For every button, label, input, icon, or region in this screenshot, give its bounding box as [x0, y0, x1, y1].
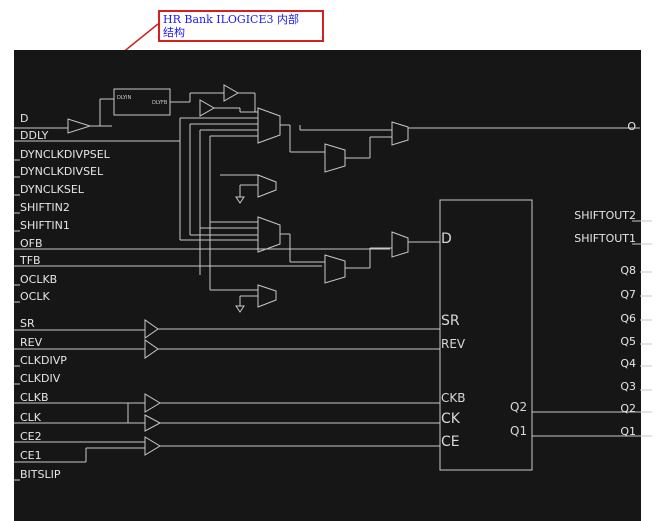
pin-d: D: [20, 112, 29, 125]
block-port-ck: CK: [441, 411, 460, 427]
pin-ddly: DDLY: [20, 129, 49, 142]
block-port-ce: CE: [441, 434, 460, 450]
pin-ofb: OFB: [20, 237, 43, 250]
pin-rev: REV: [20, 336, 43, 349]
pin-shiftin2: SHIFTIN2: [20, 201, 70, 214]
block-port-d: D: [441, 231, 452, 247]
block-port-q2: Q2: [510, 400, 528, 414]
pin-oclk: OCLK: [20, 290, 50, 303]
pin-dynclkdivpsel: DYNCLKDIVPSEL: [20, 148, 110, 161]
pin-bitslip: BITSLIP: [20, 468, 61, 481]
pin-q7: Q7: [620, 288, 636, 301]
pin-dynclkdivsel: DYNCLKDIVSEL: [20, 165, 104, 178]
pin-o: O: [627, 120, 636, 133]
block-port-q1: Q1: [510, 424, 528, 438]
pin-q1: Q1: [620, 425, 636, 438]
pin-shiftout1: SHIFTOUT1: [574, 232, 636, 245]
block-port-ckb: CKB: [441, 391, 466, 405]
pin-shiftin1: SHIFTIN1: [20, 219, 70, 232]
pin-oclkb: OCLKB: [20, 273, 58, 286]
pin-clkb: CLKB: [20, 391, 49, 404]
pin-q6: Q6: [620, 312, 636, 325]
delay-out-label: DLYFB: [152, 100, 168, 106]
pin-shiftout2: SHIFTOUT2: [574, 209, 636, 222]
pin-q3: Q3: [620, 380, 636, 393]
pin-sr: SR: [20, 317, 35, 330]
pin-ce2: CE2: [20, 430, 42, 443]
block-port-sr: SR: [441, 313, 460, 329]
callout-line-1: HR Bank ILOGICE3 内部: [163, 13, 300, 26]
pin-q2: Q2: [620, 402, 636, 415]
pin-ce1: CE1: [20, 449, 42, 462]
pin-tfb: TFB: [20, 254, 41, 267]
pin-dynclksel: DYNCLKSEL: [20, 183, 84, 196]
callout-line-2: 结构: [163, 26, 185, 39]
schematic-canvas: [14, 50, 641, 521]
pin-q8: Q8: [620, 264, 636, 277]
pin-q4: Q4: [620, 357, 636, 370]
pin-q5: Q5: [620, 335, 636, 348]
pin-clkdiv: CLKDIV: [20, 372, 61, 385]
pin-clk: CLK: [20, 411, 42, 424]
pin-clkdivp: CLKDIVP: [20, 354, 67, 367]
annotation-callout: HR Bank ILOGICE3 内部 结构: [158, 10, 324, 42]
delay-in-label: DLYIN: [117, 95, 132, 101]
block-port-rev: REV: [441, 337, 466, 351]
